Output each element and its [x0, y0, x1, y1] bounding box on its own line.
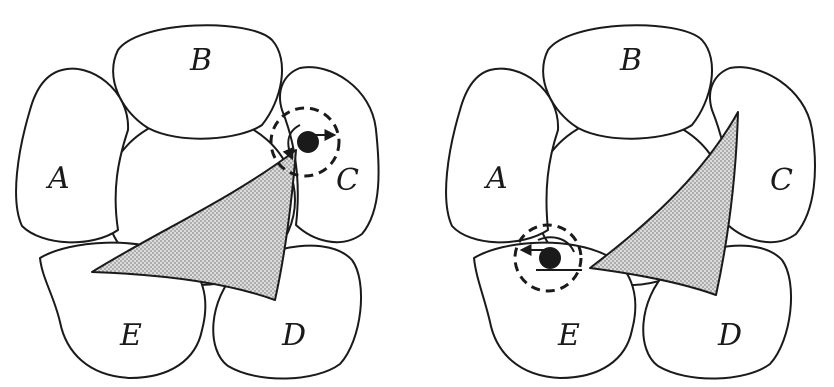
- left-label-e: E: [119, 318, 142, 353]
- left-label-a: A: [45, 161, 70, 196]
- right-label-c: C: [770, 163, 793, 198]
- right-panel: A B C D E: [446, 25, 815, 378]
- left-lobe-a: [16, 69, 128, 243]
- left-label-d: D: [281, 318, 306, 353]
- right-lobe-a: [446, 69, 558, 243]
- right-label-a: A: [483, 161, 508, 196]
- left-label-b: B: [189, 43, 212, 78]
- right-label-d: D: [717, 318, 742, 353]
- right-label-b: B: [619, 43, 642, 78]
- left-panel: A B C D E: [16, 25, 379, 378]
- left-label-c: C: [336, 163, 359, 198]
- right-label-e: E: [557, 318, 580, 353]
